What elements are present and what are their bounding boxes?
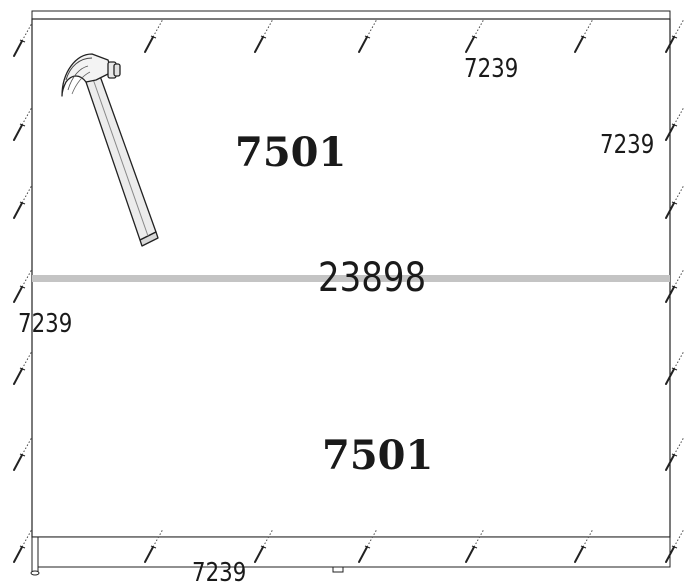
nail-icon [13, 106, 33, 141]
nail-icon [13, 268, 33, 303]
nails-group [13, 18, 685, 563]
nail-icon [574, 18, 594, 53]
hammer-icon [61, 53, 159, 247]
nail-label-bottom: 7239 [192, 558, 247, 588]
nail-label-top: 7239 [464, 54, 519, 84]
nail-icon [665, 350, 685, 385]
center-foot [332, 566, 344, 573]
divider-label: 23898 [318, 255, 427, 301]
nail-icon [144, 528, 164, 563]
nail-icon [254, 18, 274, 53]
nail-icon [13, 350, 33, 385]
nail-icon [144, 18, 164, 53]
bottom-panel-label: 7501 [322, 432, 434, 479]
nail-icon [13, 184, 33, 219]
nail-icon [465, 18, 485, 53]
nail-icon [665, 528, 685, 563]
nail-icon [665, 184, 685, 219]
nail-label-right: 7239 [600, 130, 655, 160]
nail-icon [665, 106, 685, 141]
nail-icon [665, 436, 685, 471]
divider-bar [32, 275, 670, 282]
nail-label-left: 7239 [18, 309, 73, 339]
nail-icon [13, 436, 33, 471]
left-foot [31, 536, 39, 574]
top-panel-label: 7501 [235, 129, 347, 176]
nail-icon [358, 18, 378, 53]
nail-icon [465, 528, 485, 563]
nail-icon [574, 528, 594, 563]
nail-icon [665, 18, 685, 53]
nail-icon [254, 528, 274, 563]
nail-icon [665, 268, 685, 303]
top-frame-edge [31, 10, 671, 20]
nail-icon [13, 22, 33, 57]
nail-icon [358, 528, 378, 563]
nail-icon [13, 528, 33, 563]
